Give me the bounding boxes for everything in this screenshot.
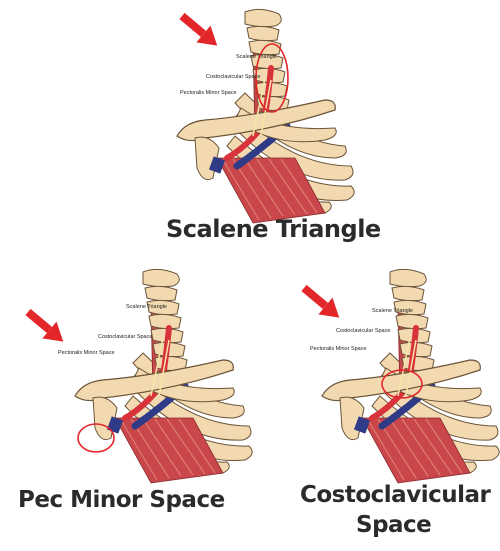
caption-pec-minor-space: Pec Minor Space: [18, 487, 225, 513]
anatomy-illustration: Scalene Triangle Costoclavicular Space P…: [160, 0, 360, 230]
caption-costoclavicular-line2: Space: [356, 512, 432, 538]
highlight-ring-icon: [77, 423, 115, 453]
red-arrow-icon: [301, 284, 340, 318]
label-pec-minor-3: Pectoralis Minor Space: [310, 346, 367, 352]
label-pec-minor-2: Pectoralis Minor Space: [58, 350, 115, 356]
label-scalene-triangle-2: Scalene Triangle: [126, 304, 167, 310]
red-arrow-icon: [179, 12, 218, 46]
label-costoclavicular-2: Costoclavicular Space: [98, 334, 152, 340]
label-scalene-triangle-1: Scalene Triangle: [236, 54, 277, 60]
caption-costoclavicular-line1: Costoclavicular: [300, 482, 491, 508]
label-scalene-triangle-3: Scalene Triangle: [372, 308, 413, 314]
panel-costoclavicular-space: Scalene Triangle Costoclavicular Space P…: [290, 262, 495, 482]
anatomy-illustration: Scalene Triangle Costoclavicular Space P…: [25, 268, 218, 488]
panel-pec-minor-space: Scalene Triangle Costoclavicular Space P…: [18, 268, 218, 488]
panel-scalene-triangle: Scalene Triangle Costoclavicular Space P…: [160, 0, 360, 230]
caption-scalene-triangle: Scalene Triangle: [166, 215, 381, 243]
label-costoclavicular-1: Costoclavicular Space: [206, 74, 260, 80]
label-pec-minor-1: Pectoralis Minor Space: [180, 90, 237, 96]
label-costoclavicular-3: Costoclavicular Space: [336, 328, 390, 334]
red-arrow-icon: [25, 308, 64, 342]
highlight-ring-icon: [381, 369, 423, 399]
anatomy-illustration: Scalene Triangle Costoclavicular Space P…: [301, 262, 495, 482]
highlight-ring-icon: [255, 43, 289, 113]
